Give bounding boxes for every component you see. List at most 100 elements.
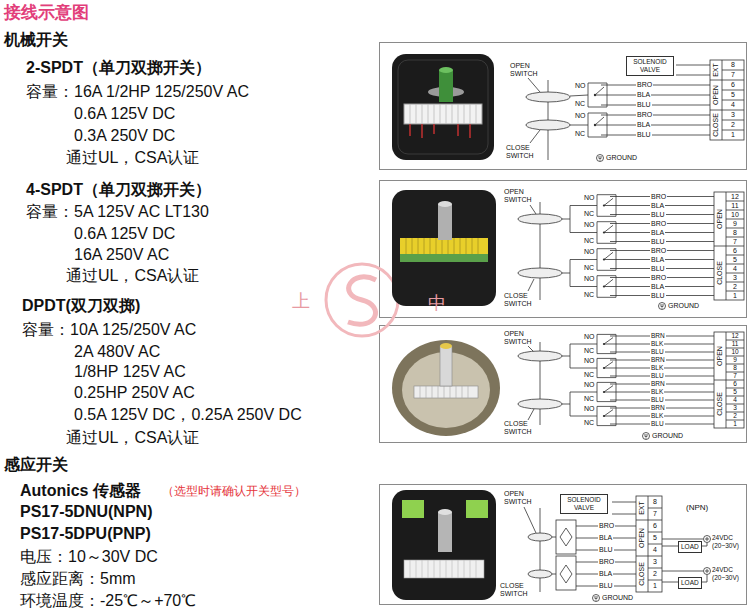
schematic-lines bbox=[710, 60, 744, 140]
terminal-number: 5 bbox=[653, 534, 657, 542]
valve-box: SOLENOID VALVE bbox=[626, 56, 674, 76]
box-text: SOLENOID VALVE bbox=[563, 496, 605, 512]
wire-color: BLA bbox=[650, 202, 665, 210]
terminal-number: 12 bbox=[731, 332, 738, 340]
switch-box-photo bbox=[400, 238, 488, 254]
wire-color: BLU bbox=[650, 238, 666, 246]
schematic-lines bbox=[714, 192, 744, 300]
switch-label: CLOSE SWITCH bbox=[500, 582, 534, 598]
contact-label: NO bbox=[584, 194, 595, 202]
wire-color: BLA bbox=[650, 256, 665, 264]
terminal-number: 7 bbox=[731, 71, 735, 79]
contact-label: NO bbox=[584, 381, 595, 388]
contact-label: NC bbox=[575, 130, 585, 138]
switch-box-photo bbox=[406, 238, 478, 254]
spec-line: 环境温度：-25℃～+70℃ bbox=[20, 591, 196, 611]
model-heading: DPDT(双刀双掷) bbox=[22, 296, 140, 316]
wire-color: BRO bbox=[650, 193, 667, 201]
switch-label: CLOSE SWITCH bbox=[506, 144, 540, 160]
page-title: 接线示意图 bbox=[4, 3, 89, 23]
watermark-char: 上 bbox=[292, 290, 310, 313]
supply-label: 24VDC (20~30V) bbox=[712, 566, 745, 582]
wire-color: BRO bbox=[650, 247, 667, 255]
terminal-number: 3 bbox=[653, 558, 657, 566]
spec-line: 容量：5A 125V AC LT130 bbox=[26, 202, 209, 222]
schematic-lines bbox=[562, 206, 597, 287]
panel-frames bbox=[380, 485, 747, 605]
schematic-lines bbox=[644, 435, 648, 438]
illustration bbox=[588, 83, 607, 107]
schematic-lines bbox=[714, 192, 744, 300]
switch-box-photo bbox=[404, 104, 482, 124]
spec-line: 0.6A 125V DC bbox=[74, 224, 175, 244]
schematic-lines bbox=[576, 526, 636, 586]
terminal-number: 11 bbox=[732, 340, 739, 348]
switch-box-photo bbox=[439, 70, 453, 102]
spec-line: 0.6A 125V DC bbox=[74, 104, 175, 124]
switch-box-photo bbox=[392, 340, 500, 436]
contact-label: NC bbox=[584, 347, 594, 354]
schematic-lines bbox=[526, 120, 570, 130]
terminal-group: CLOSE bbox=[712, 113, 720, 137]
switch-label: OPEN SWITCH bbox=[504, 188, 538, 204]
box-text: LOAD bbox=[681, 579, 699, 587]
schematic-lines bbox=[524, 496, 711, 602]
wire-color: BRO bbox=[636, 111, 653, 119]
illustration bbox=[597, 358, 616, 377]
terminal-number: 10 bbox=[731, 348, 738, 356]
terminal-number: 7 bbox=[733, 238, 737, 246]
terminal-number: 6 bbox=[731, 81, 735, 89]
wire-color: BLU bbox=[636, 101, 652, 109]
wire-color: BLU bbox=[650, 420, 665, 428]
schematic-lines bbox=[616, 197, 714, 296]
wire-color: BRO bbox=[598, 522, 615, 530]
schematic-lines bbox=[556, 556, 576, 590]
schematic-lines bbox=[528, 78, 540, 143]
schematic-lines bbox=[704, 568, 711, 575]
ground-label: GROUND bbox=[652, 432, 683, 440]
spec-line: 2A 480V AC bbox=[74, 342, 160, 362]
sensor-box-photo bbox=[438, 509, 452, 515]
illustration bbox=[597, 334, 616, 353]
model-heading: 2-SPDT（单刀双掷开关） bbox=[26, 58, 211, 78]
schematic-lines bbox=[528, 533, 552, 541]
terminal-number: 4 bbox=[733, 396, 737, 404]
contact-label: NO bbox=[584, 221, 595, 229]
schematic-lines bbox=[593, 595, 600, 602]
terminal-number: 2 bbox=[733, 283, 737, 291]
watermark-logo bbox=[326, 264, 398, 336]
terminal-group: EXT bbox=[638, 501, 646, 515]
schematic-lines bbox=[562, 344, 597, 416]
illustration bbox=[597, 406, 616, 425]
switch-box-photo bbox=[392, 190, 496, 306]
schematic-lines bbox=[714, 332, 744, 428]
contact-label: NC bbox=[575, 100, 585, 108]
wire-color: BLU bbox=[598, 582, 614, 590]
terminal-number: 9 bbox=[733, 356, 737, 364]
terminal-group: CLOSE bbox=[716, 261, 724, 285]
schematic-lines bbox=[593, 595, 600, 602]
wire-color: BRN bbox=[650, 404, 666, 412]
sensor-box-photo bbox=[404, 560, 484, 578]
terminal-number: 8 bbox=[731, 61, 735, 69]
wire-color: BRN bbox=[650, 332, 666, 340]
wire-color: BLU bbox=[636, 131, 652, 139]
contact-label: NO bbox=[584, 357, 595, 364]
terminal-number: 9 bbox=[733, 220, 737, 228]
contact-label: NO bbox=[584, 275, 595, 283]
load-box: LOAD bbox=[678, 541, 702, 553]
wire-color: BLU bbox=[650, 396, 665, 404]
schematic-lines bbox=[518, 192, 744, 310]
terminal-number: 3 bbox=[733, 274, 737, 282]
spec-line: 0.3A 250V DC bbox=[74, 126, 175, 146]
terminal-number: 1 bbox=[653, 582, 657, 590]
switch-box-photo bbox=[410, 104, 476, 124]
panel-frames bbox=[380, 181, 747, 318]
spec-line: 16A 250V AC bbox=[74, 245, 169, 265]
schematic-lines bbox=[597, 155, 604, 162]
switch-box-photo bbox=[392, 54, 494, 160]
terminal-group: CLOSE bbox=[638, 562, 646, 586]
terminal-number: 5 bbox=[733, 256, 737, 264]
terminal-group: OPEN bbox=[712, 85, 720, 105]
terminal-group: OPEN bbox=[638, 528, 646, 548]
